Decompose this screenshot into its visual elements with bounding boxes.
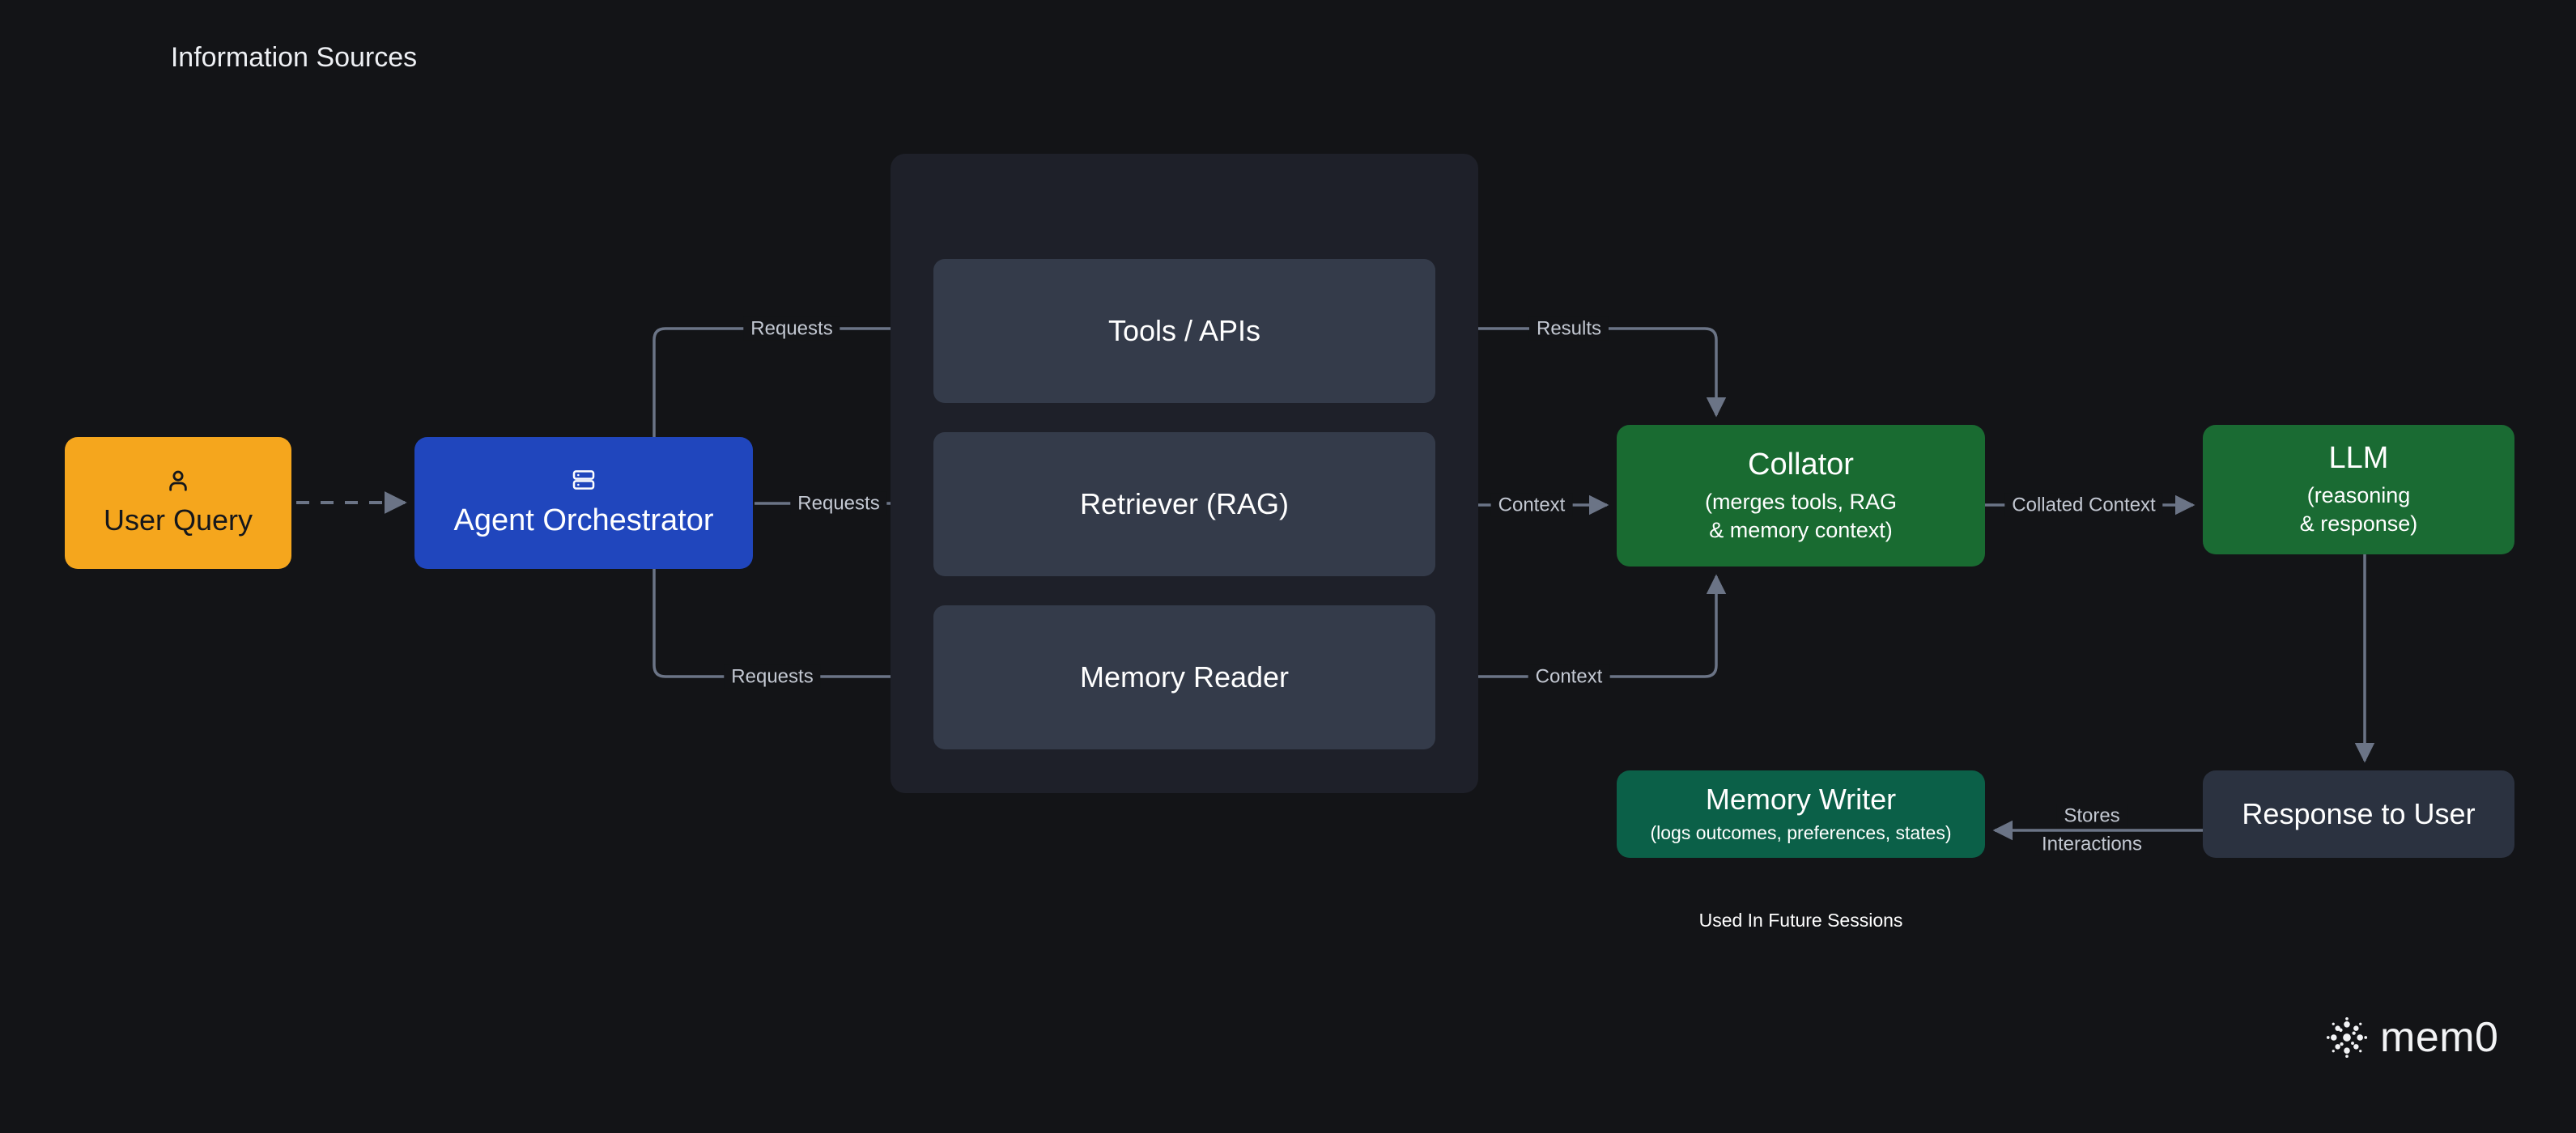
edge-tools-to-collator	[1437, 327, 1727, 418]
node-sub-llm-line2: & response)	[2299, 511, 2418, 537]
source-label-retriever-rag: Retriever (RAG)	[1079, 486, 1290, 520]
node-label-user-query: User Query	[103, 503, 253, 537]
edge-label-stores-interactions-line2: Interactions	[2034, 832, 2150, 856]
node-collator[interactable]: Collator (merges tools, RAG & memory con…	[1617, 425, 1985, 566]
node-label-response-to-user: Response to User	[2242, 796, 2476, 830]
future-sessions-note: Used In Future Sessions	[1698, 910, 1903, 931]
node-label-llm: LLM	[2328, 441, 2389, 476]
source-label-tools-apis: Tools / APIs	[1107, 313, 1261, 347]
edge-label-collated-context: Collated Context	[2004, 493, 2163, 517]
source-label-memory-reader: Memory Reader	[1079, 660, 1290, 694]
edge-label-stores-interactions-line1: Stores	[2056, 804, 2128, 828]
node-memory-writer[interactable]: Memory Writer (logs outcomes, preference…	[1617, 770, 1985, 858]
node-user-query[interactable]: User Query	[65, 437, 291, 569]
node-label-agent-orchestrator: Agent Orchestrator	[453, 503, 714, 538]
edge-label-requests-rag: Requests	[790, 491, 887, 516]
source-box-memory-reader[interactable]: Memory Reader	[933, 605, 1435, 749]
source-box-retriever-rag[interactable]: Retriever (RAG)	[933, 432, 1435, 576]
node-response-to-user[interactable]: Response to User	[2203, 770, 2514, 858]
edge-label-requests-memory: Requests	[724, 664, 821, 689]
node-agent-orchestrator[interactable]: Agent Orchestrator	[414, 437, 753, 569]
node-sub-memory-writer: (logs outcomes, preferences, states)	[1650, 822, 1952, 844]
edge-label-requests-tools: Requests	[743, 316, 840, 341]
edge-memory-to-collator	[1437, 574, 1727, 678]
node-sub-llm-line1: (reasoning	[2306, 483, 2411, 508]
edge-label-context-memory: Context	[1528, 664, 1610, 689]
mem0-logo: mem0	[2325, 1013, 2498, 1062]
edge-label-context-rag: Context	[1490, 493, 1573, 517]
mem0-dots-icon	[2326, 1016, 2368, 1059]
server-icon	[572, 470, 595, 490]
source-box-tools-apis[interactable]: Tools / APIs	[933, 259, 1435, 403]
edge-agent-to-memory	[653, 569, 926, 687]
node-llm[interactable]: LLM (reasoning & response)	[2203, 425, 2514, 554]
information-sources-title: Information Sources	[170, 42, 418, 73]
edge-label-results: Results	[1528, 316, 1609, 341]
node-label-collator: Collator	[1748, 447, 1854, 482]
mem0-wordmark: mem0	[2380, 1014, 2499, 1061]
node-label-memory-writer: Memory Writer	[1705, 782, 1897, 816]
node-sub-collator-line2: & memory context)	[1709, 517, 1893, 542]
edge-agent-to-tools	[653, 318, 926, 437]
person-icon	[169, 470, 187, 491]
node-sub-collator-line1: (merges tools, RAG	[1704, 489, 1898, 514]
